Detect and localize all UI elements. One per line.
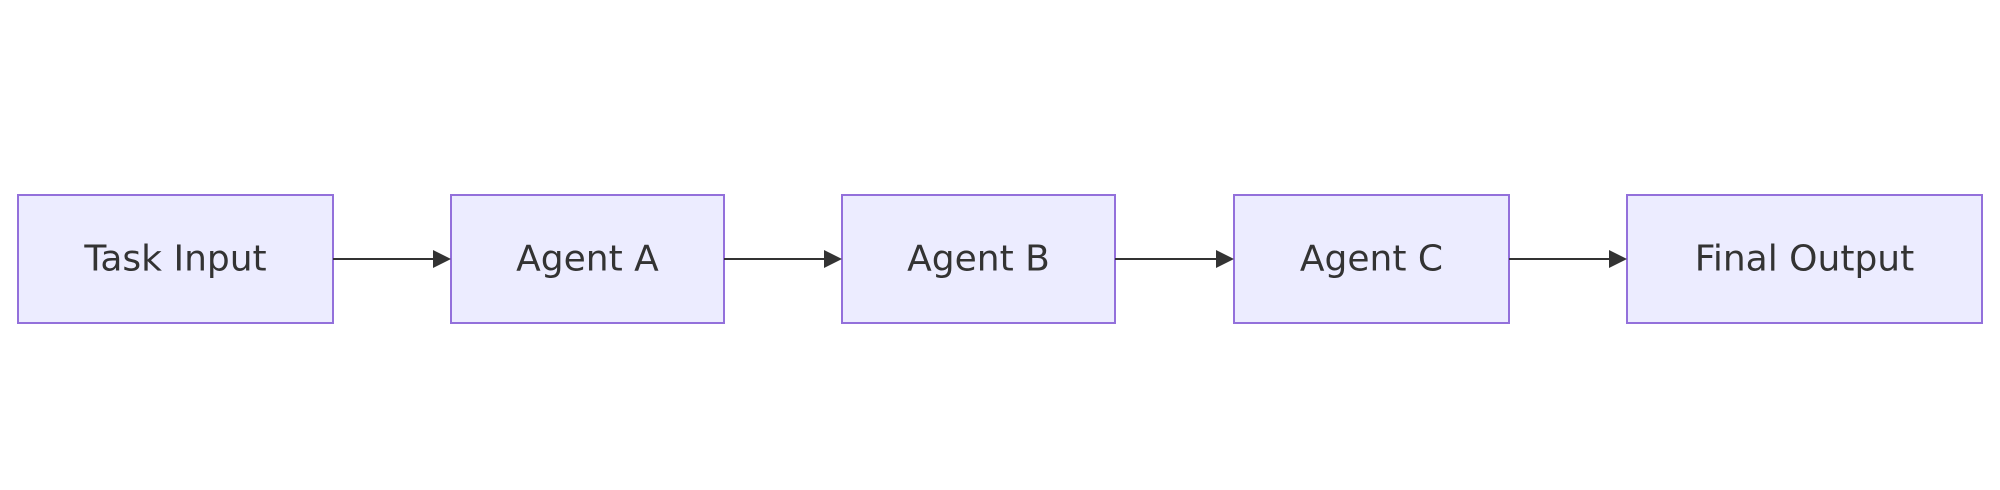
node-agent-a-box bbox=[450, 194, 725, 324]
node-task-input: Task Input bbox=[17, 194, 334, 324]
edge-agent-b-to-agent-c-arrowhead bbox=[1216, 250, 1234, 268]
node-final-output: Final Output bbox=[1626, 194, 1983, 324]
edge-agent-a-to-agent-b-arrowhead bbox=[824, 250, 842, 268]
node-agent-b-box bbox=[841, 194, 1116, 324]
edge-agent-c-to-final-output-arrowhead bbox=[1609, 250, 1627, 268]
node-final-output-label: Final Output bbox=[1695, 239, 1914, 280]
edge-task-input-to-agent-a-arrowhead bbox=[433, 250, 451, 268]
node-task-input-box bbox=[17, 194, 334, 324]
edge-agent-c-to-final-output bbox=[1509, 250, 1627, 268]
node-task-input-label: Task Input bbox=[83, 239, 266, 280]
node-agent-b-label: Agent B bbox=[907, 239, 1050, 280]
edge-agent-b-to-agent-c bbox=[1115, 250, 1234, 268]
node-agent-c-label: Agent C bbox=[1300, 239, 1443, 280]
edge-task-input-to-agent-a bbox=[333, 250, 451, 268]
node-agent-c-box bbox=[1233, 194, 1510, 324]
node-agent-a: Agent A bbox=[450, 194, 725, 324]
node-final-output-box bbox=[1626, 194, 1983, 324]
node-agent-a-label: Agent A bbox=[516, 239, 659, 280]
edge-agent-a-to-agent-b bbox=[724, 250, 842, 268]
node-agent-c: Agent C bbox=[1233, 194, 1510, 324]
node-agent-b: Agent B bbox=[841, 194, 1116, 324]
